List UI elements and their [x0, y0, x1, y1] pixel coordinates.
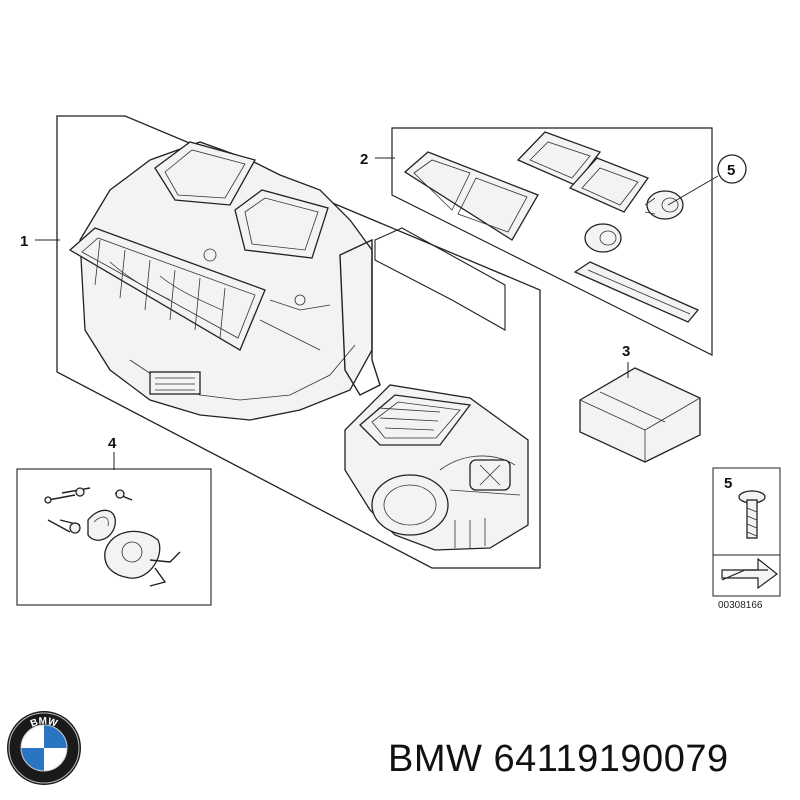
- blower-unit-drawing: [344, 384, 529, 551]
- box-part-drawing: [579, 367, 701, 463]
- bolt-drawing: [738, 490, 766, 539]
- blower-frame: [374, 227, 506, 331]
- callout-5: 5: [727, 162, 735, 179]
- callout-4: 4: [108, 435, 117, 452]
- part-caption: BMW 64119190079: [388, 738, 793, 788]
- gasket-kit-frame: [391, 127, 713, 356]
- drawing-code: 00308166: [718, 600, 763, 611]
- assembly-frame: [56, 115, 541, 569]
- callout-5-circle: [717, 154, 747, 184]
- bolt-box-frame: [712, 467, 781, 597]
- caption-part-number: 64119190079: [493, 738, 729, 780]
- callout-2: 2: [360, 151, 368, 168]
- callout-5-box: 5: [724, 475, 732, 492]
- actuator-kit-drawing: [44, 487, 181, 587]
- callout-1: 1: [20, 233, 28, 250]
- leader-5: [667, 175, 719, 206]
- gasket-seals-drawing: [403, 131, 700, 323]
- logo-lettering: BMW: [29, 716, 59, 730]
- heater-housing-drawing: [68, 141, 381, 421]
- arrow-symbol: [721, 557, 778, 590]
- bmw-logo: BMW: [7, 711, 81, 785]
- callout-3: 3: [622, 343, 630, 360]
- caption-brand: BMW: [388, 738, 483, 780]
